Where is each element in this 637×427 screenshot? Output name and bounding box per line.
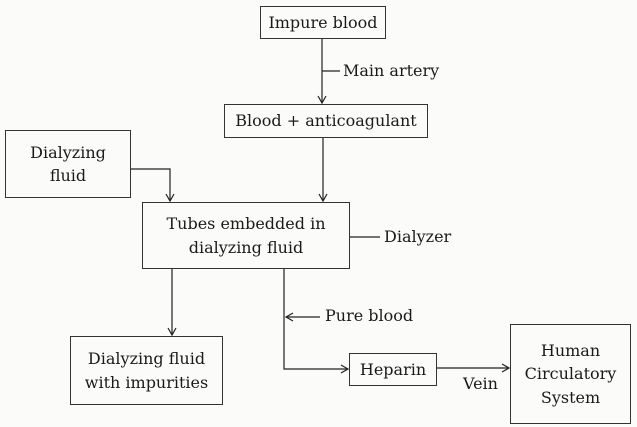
edge-dialyzing-fluid-to-tubes: [130, 168, 175, 203]
blood-anticoagulant-node: Blood + anticoagulant: [224, 104, 428, 138]
impure-blood-text: Impure blood: [268, 12, 378, 32]
tubes-line1: Tubes embedded in: [166, 214, 326, 234]
dialyzing-fluid-node: Dialyzing fluid: [5, 130, 131, 198]
impurities-line1: Dialyzing fluid: [87, 349, 206, 369]
hcs-line2: Circulatory: [524, 364, 617, 384]
impure-blood-node: Impure blood: [260, 6, 386, 39]
dialyzing-fluid-line1: Dialyzing: [30, 142, 106, 162]
main-artery-label: Main artery: [343, 61, 440, 80]
dialyzing-fluid-line2: fluid: [49, 166, 87, 185]
edge-tubes-to-heparin: [283, 268, 350, 374]
impurities-line2: with impurities: [84, 372, 209, 392]
tubes-line2: dialyzing fluid: [188, 237, 304, 257]
dialyzing-fluid-impurities-node: Dialyzing fluid with impurities: [70, 336, 223, 405]
pure-blood-label: Pure blood: [325, 306, 414, 325]
hcs-line1: Human: [540, 341, 601, 361]
heparin-text: Heparin: [359, 359, 427, 379]
vein-label: Vein: [463, 374, 498, 393]
hcs-line3: System: [540, 387, 601, 407]
human-circulatory-system-node: Human Circulatory System: [510, 324, 631, 424]
dialyzer-label: Dialyzer: [384, 227, 452, 246]
blood-anticoagulant-text: Blood + anticoagulant: [235, 111, 417, 131]
tubes-node: Tubes embedded in dialyzing fluid: [142, 202, 350, 269]
heparin-node: Heparin: [349, 353, 437, 386]
